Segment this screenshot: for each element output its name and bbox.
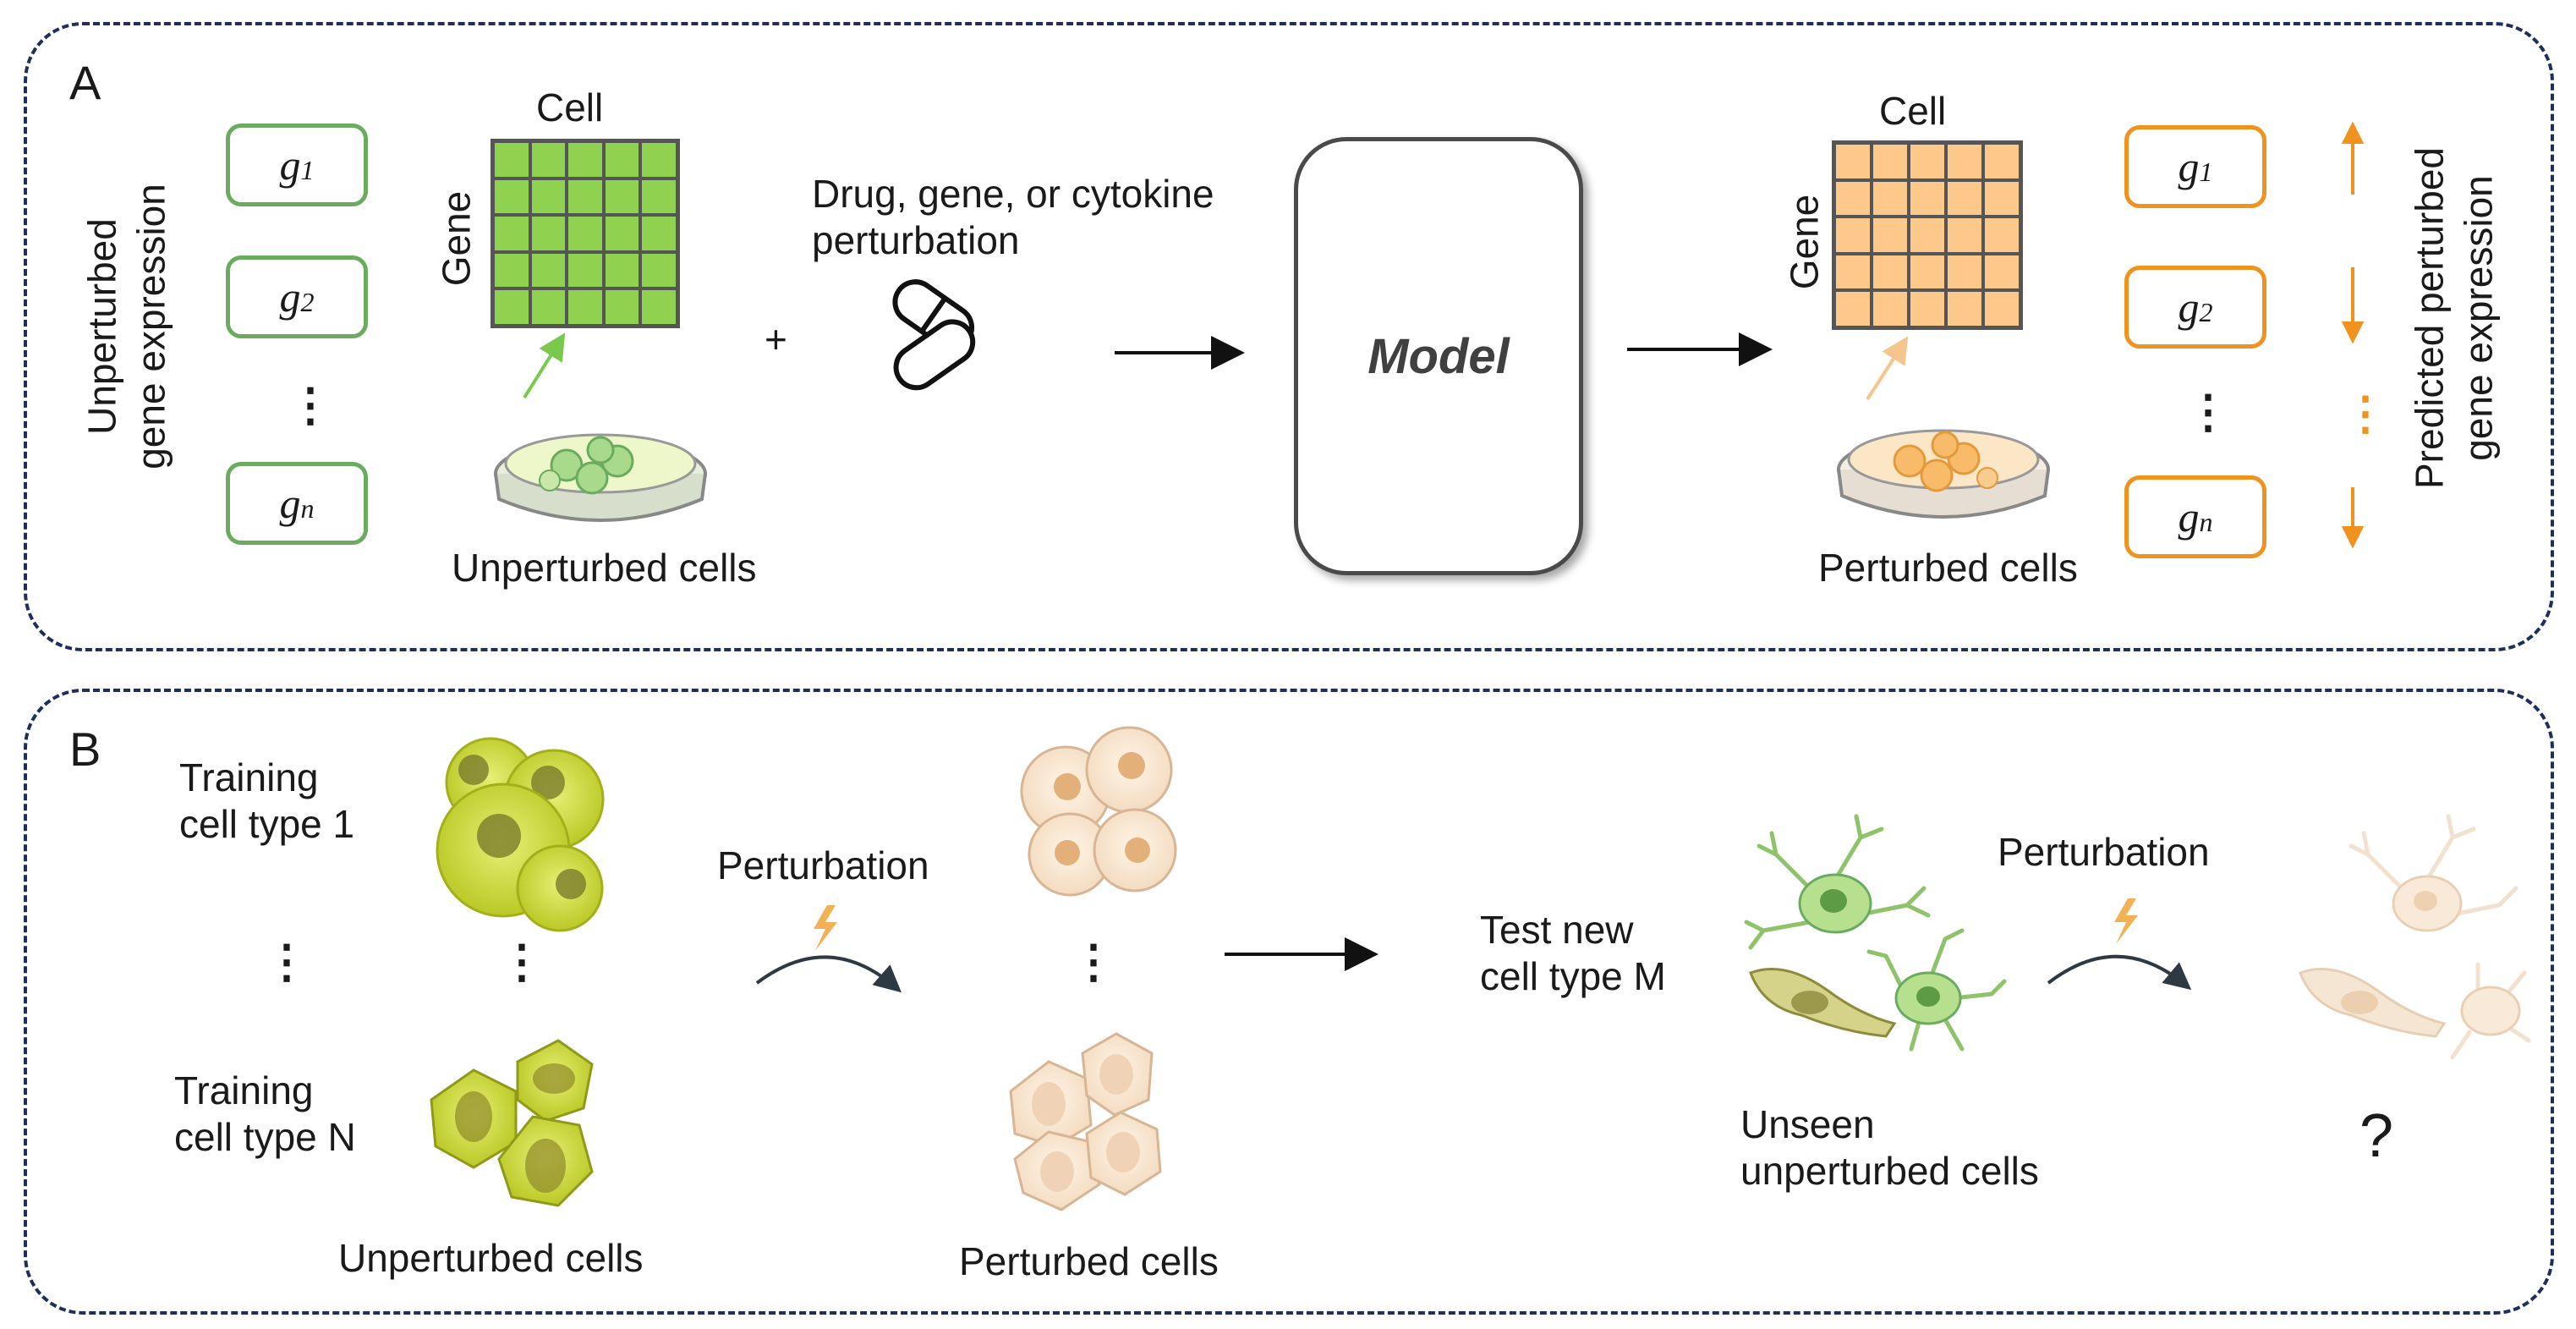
training-cell-type-n-label: Training cell type N: [174, 1068, 356, 1160]
lightning-icon: [2114, 898, 2138, 944]
model-box: Model: [1294, 137, 1583, 575]
panel-b: [24, 689, 2554, 1315]
perturbation-label: Drug, gene, or cytokine perturbation: [812, 172, 1214, 263]
ellipsis: ⋮: [2185, 387, 2231, 437]
ellipsis: ⋮: [499, 936, 545, 987]
predicted-expression-axis-label: Predicted perturbed gene expression: [2407, 146, 2501, 490]
panel-a-label: A: [69, 56, 101, 109]
question-mark: ?: [2360, 1102, 2394, 1170]
perturbed-cells-label-b: Perturbed cells: [959, 1239, 1219, 1283]
expression-matrix-right: [1832, 140, 2023, 330]
matrix-row-label-left: Gene: [434, 190, 479, 287]
perturbation-label-2: Perturbation: [1998, 830, 2210, 874]
pill-capsule-icon: [892, 279, 976, 391]
unperturbed-expression-axis-label: Unperturbed gene expression: [79, 184, 173, 470]
predicted-cells: [2299, 814, 2531, 1060]
panel-b-label: B: [69, 722, 101, 776]
perturbed-cells-bottom: [1009, 1032, 1162, 1211]
petri-dish-icon: [494, 433, 707, 522]
unperturbed-cells-label: Unperturbed cells: [452, 546, 757, 590]
perturbed-cells-label: Perturbed cells: [1818, 546, 2078, 590]
perturbed-cells-top: [1020, 726, 1177, 897]
ellipsis: ⋮: [288, 380, 333, 431]
curved-arrow-icon: [755, 955, 902, 993]
matrix-col-label-right: Cell: [1879, 89, 1947, 133]
unseen-cells: [1744, 814, 2007, 1052]
matrix-row-label-right: Gene: [1782, 194, 1827, 290]
direction-arrows: [2341, 121, 2365, 549]
model-label: Model: [1367, 328, 1510, 384]
training-cells-type-1: [436, 737, 605, 932]
expression-matrix-left: [491, 139, 680, 328]
curved-arrow-icon: [2047, 954, 2192, 991]
petri-dish-icon: [1837, 429, 2050, 519]
lightning-icon: [814, 905, 837, 951]
panel-a: [24, 22, 2554, 651]
unseen-cells-label: Unseen unperturbed cells: [1740, 1102, 2039, 1194]
ellipsis-orange: ⋮: [2343, 388, 2388, 439]
perturbation-label-1: Perturbation: [717, 843, 929, 887]
training-cell-type-1-label: Training cell type 1: [179, 755, 355, 847]
matrix-col-label-left: Cell: [536, 85, 604, 129]
ellipsis: ⋮: [1071, 936, 1116, 987]
plus-sign: +: [765, 317, 787, 361]
unperturbed-cells-label-b: Unperturbed cells: [338, 1236, 644, 1280]
dish-to-matrix-arrow-left: [523, 332, 566, 399]
ellipsis: ⋮: [264, 936, 310, 987]
training-cells-type-n: [430, 1039, 594, 1207]
dish-to-matrix-arrow-right: [1866, 336, 1909, 401]
test-new-cell-type-label: Test new cell type M: [1480, 908, 1666, 999]
